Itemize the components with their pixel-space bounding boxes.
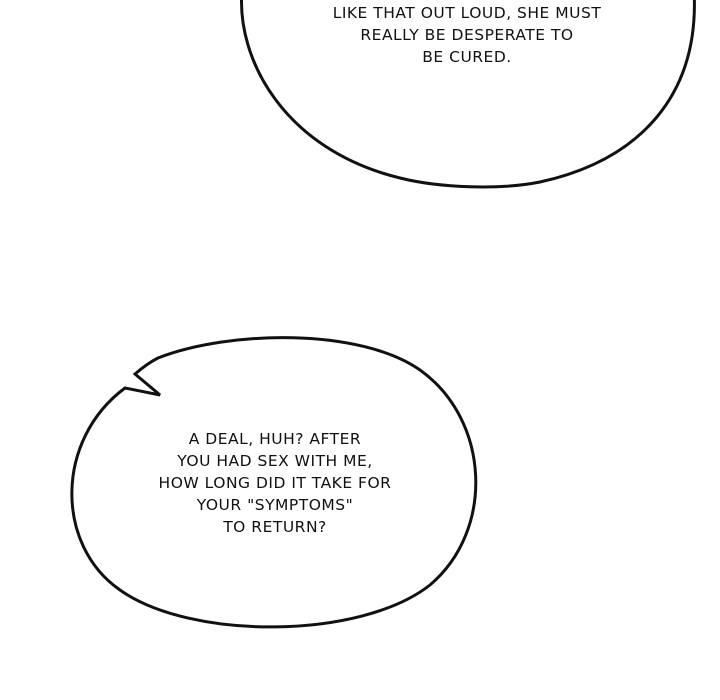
dialogue-line: BE CURED. [422,48,512,66]
speech-bubble-bottom-text: A DEAL, HUH? AFTER YOU HAD SEX WITH ME, … [120,428,430,538]
speech-bubble-bottom [70,336,478,629]
speech-bubble-top [240,0,696,189]
dialogue-line: REALLY BE DESPERATE TO [360,26,574,44]
dialogue-line: LIKE THAT OUT LOUD, SHE MUST [332,4,602,22]
dialogue-line: A DEAL, HUH? AFTER [188,430,362,448]
dialogue-line: TO RETURN? [223,518,327,536]
dialogue-line: YOU HAD SEX WITH ME, [177,452,373,470]
speech-bubble-top-text: LIKE THAT OUT LOUD, SHE MUST REALLY BE D… [302,2,632,68]
dialogue-line: HOW LONG DID IT TAKE FOR [158,474,392,492]
dialogue-line: YOUR "SYMPTOMS" [196,496,354,514]
